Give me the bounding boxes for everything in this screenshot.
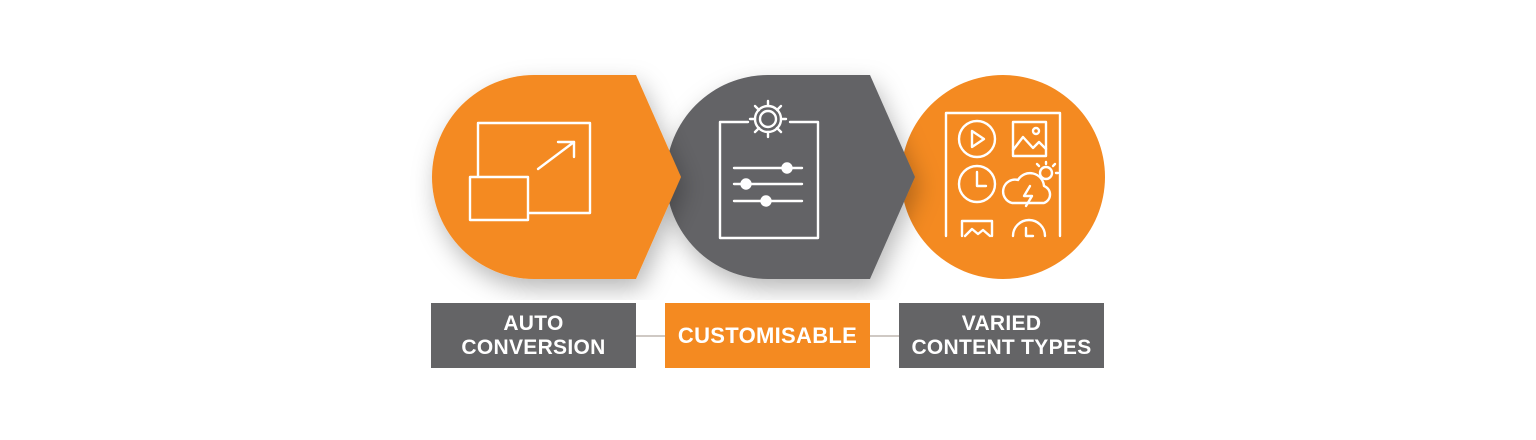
label-varied-content-types: VARIED CONTENT TYPES [899,303,1104,368]
label-line: CUSTOMISABLE [677,322,858,348]
resize-screens-icon [468,121,592,222]
label-line: CONTENT TYPES [911,335,1092,359]
circle-varied-content-types [901,75,1105,279]
connector-line [870,335,899,337]
circle-auto-conversion [432,75,681,279]
label-auto-conversion: AUTO CONVERSION [431,303,636,368]
label-line: CONVERSION [461,335,606,359]
settings-clipboard-icon [718,99,820,240]
label-line: VARIED [961,311,1042,335]
weather-icon [1001,160,1060,208]
label-line: AUTO [503,311,564,335]
connector-line [636,335,665,337]
circles-graphic [432,75,1105,279]
circle-customisable [666,75,915,279]
label-customisable: CUSTOMISABLE [665,303,870,368]
media-grid-icon [944,111,1062,238]
image-icon [1011,120,1048,158]
clock-icon [957,164,997,204]
play-icon [957,119,997,159]
gear-icon [748,99,788,139]
